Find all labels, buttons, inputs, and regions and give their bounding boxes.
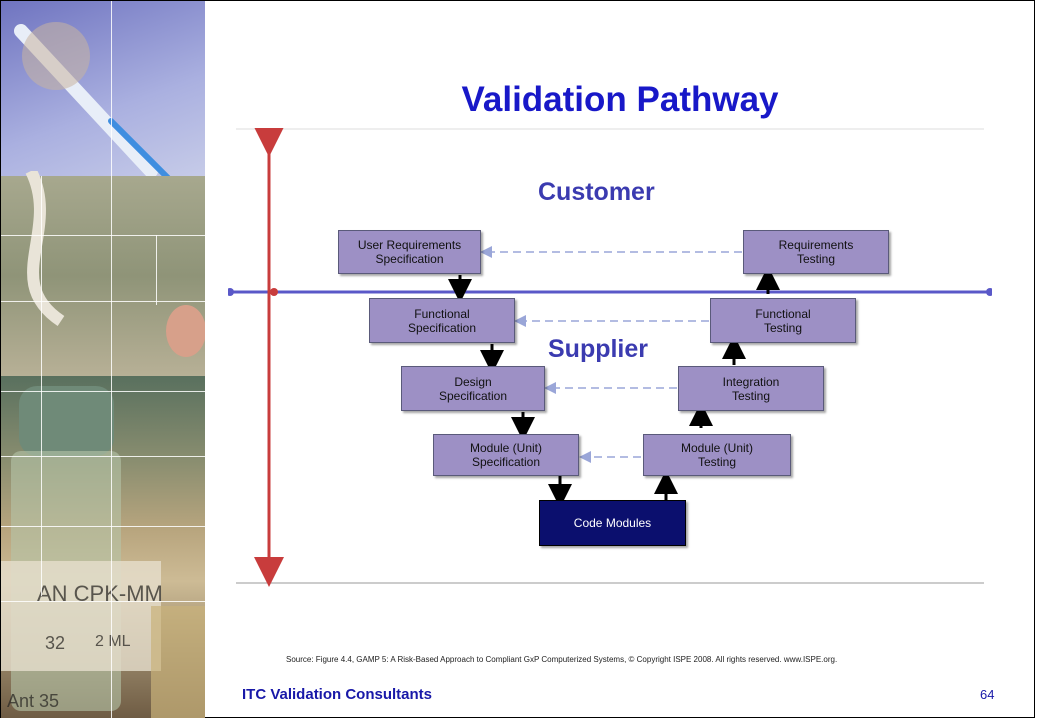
functional-testing-box: Functional Testing (710, 298, 856, 343)
code-modules-box: Code Modules (539, 500, 686, 546)
boundary-endpoint (228, 288, 234, 296)
slide-title: Validation Pathway (461, 80, 779, 119)
vial-label-2: 32 (45, 633, 66, 653)
functional-specification-box: Functional Specification (369, 298, 515, 343)
grid-line (1, 526, 205, 527)
decorative-photo-strip: AN CPK-MM 32 2 ML Ant 35 (1, 1, 205, 718)
grid-line (1, 456, 205, 457)
grid-line (1, 391, 205, 392)
page-number: 64 (980, 687, 995, 702)
footer-organization: ITC Validation Consultants (242, 686, 433, 703)
grid-line (1, 601, 205, 602)
customer-label: Customer (538, 178, 655, 206)
vial-label-4: Ant 35 (7, 691, 60, 711)
vial-label-1: AN CPK-MM (37, 581, 163, 606)
grid-line (1, 301, 205, 302)
source-citation: Source: Figure 4.4, GAMP 5: A Risk-Based… (286, 655, 838, 664)
grid-line (1, 235, 205, 236)
validation-v-model-diagram: Customer Supplier User Requirements Spec… (228, 128, 992, 588)
integration-testing-box: Integration Testing (678, 366, 824, 411)
diagram-connectors (228, 128, 992, 587)
module-unit-testing-box: Module (Unit) Testing (643, 434, 791, 476)
grid-line (111, 1, 112, 718)
vial-label-3: 2 ML (95, 633, 131, 650)
boundary-endpoint (986, 288, 992, 296)
module-unit-specification-box: Module (Unit) Specification (433, 434, 579, 476)
tube-icon (25, 171, 205, 357)
grid-line (156, 235, 157, 305)
vial-icon (1, 386, 205, 718)
intersection-dot (270, 288, 278, 296)
design-specification-box: Design Specification (401, 366, 545, 411)
supplier-label: Supplier (548, 335, 649, 363)
user-requirements-specification-box: User Requirements Specification (338, 230, 481, 274)
requirements-testing-box: Requirements Testing (743, 230, 889, 274)
grid-line (41, 176, 42, 596)
